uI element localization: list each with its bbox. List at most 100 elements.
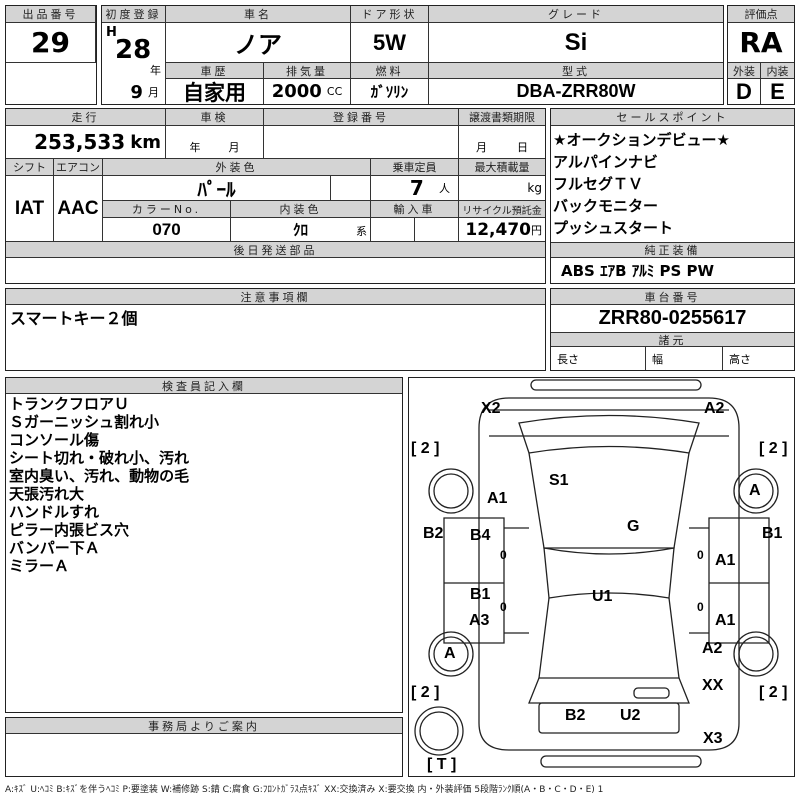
- chassis-number: ZRR80-0255617: [551, 305, 794, 333]
- plate-label: 登録番号: [264, 109, 459, 126]
- import-label: 輸入車: [371, 201, 459, 218]
- inspector-line: バンパー下Ａ: [9, 539, 100, 557]
- capacity-label: 乗車定員: [371, 159, 459, 176]
- damage-mark: B2: [423, 525, 444, 542]
- damage-mark: B4: [470, 527, 491, 544]
- lot-label: 出品番号: [6, 6, 96, 23]
- grade-label: グレード: [429, 6, 723, 23]
- registration-year-cell: H 28 年: [102, 23, 166, 80]
- max-load-label: 最大積載量: [459, 159, 545, 176]
- mileage: 253,533: [34, 130, 126, 154]
- registration-label: 初度登録: [102, 6, 166, 23]
- sales-points-label: セールスポイント: [551, 109, 794, 126]
- capacity-cell: 7 人: [371, 176, 459, 201]
- width-label: 幅: [646, 347, 723, 370]
- equipment: ABS ｴｱB ｱﾙﾐ PS PW: [561, 262, 715, 280]
- import-cell-1: [371, 218, 415, 242]
- position-mark: [ 2 ]: [411, 684, 440, 701]
- damage-mark: A1: [487, 490, 508, 507]
- notes-label: 注意事項欄: [6, 289, 545, 305]
- position-mark: [ 2 ]: [411, 440, 440, 457]
- model-label: 型式: [429, 63, 723, 79]
- damage-mark: X2: [481, 400, 501, 417]
- score-box: 評価点 RA 外装 内装 D E: [727, 5, 795, 105]
- fuel: ｶﾞｿﾘﾝ: [351, 79, 429, 104]
- position-mark: [ 2 ]: [759, 440, 788, 457]
- inspector-line: 天張汚れ大: [9, 485, 85, 503]
- seat-mark: 0: [500, 548, 507, 562]
- ext-color-label: 外装色: [103, 159, 371, 176]
- damage-mark: S1: [549, 472, 569, 489]
- inspector-box: 検査員記入欄 トランクフロアＵ Ｓガーニッシュ割れ小 コンソール傷 シート切れ・…: [5, 377, 403, 713]
- door-type: 5W: [351, 23, 429, 63]
- month-unit: 月: [148, 86, 159, 99]
- fuel-label: 燃料: [351, 63, 429, 79]
- transfer-cell: 月日: [459, 126, 545, 159]
- damage-mark: A2: [702, 640, 723, 657]
- sales-point-item: バックモニター: [553, 197, 659, 215]
- position-mark: [ T ]: [427, 756, 457, 773]
- color-no: 070: [103, 218, 231, 242]
- transfer-month-unit: 月: [476, 141, 487, 154]
- damage-mark: A1: [715, 612, 736, 629]
- sales-point-item: ★オークションデビュー★: [553, 131, 730, 149]
- score-label: 評価点: [728, 6, 794, 23]
- inspector-line: Ｓガーニッシュ割れ小: [9, 413, 160, 431]
- mileage-label: 走行: [6, 109, 166, 126]
- inspection-label: 車検: [166, 109, 264, 126]
- history-label: 車歴: [166, 63, 264, 79]
- damage-mark: U1: [592, 588, 613, 605]
- sales-points-box: セールスポイント ★オークションデビュー★ アルパインナビ フルセグＴＶ バック…: [550, 108, 795, 284]
- displacement: 2000: [271, 81, 322, 102]
- exterior-score: D: [728, 79, 761, 104]
- damage-mark: B1: [762, 525, 783, 542]
- shift-label: シフト: [6, 159, 54, 176]
- damage-mark: A3: [469, 612, 490, 629]
- seat-mark: 0: [697, 548, 704, 562]
- legend: A:ｷｽﾞ U:ﾍｺﾐ B:ｷｽﾞを伴うﾍｺﾐ P:要塗装 W:補修跡 S:錆 …: [5, 785, 604, 795]
- damage-mark: A: [749, 482, 761, 499]
- mileage-unit: km: [130, 131, 161, 153]
- equipment-label: 純正装備: [551, 242, 794, 258]
- capacity-unit: 人: [439, 182, 450, 195]
- sales-point-item: フルセグＴＶ: [553, 175, 644, 193]
- lot-box: 出品番号 29: [5, 5, 97, 105]
- length-label: 長さ: [551, 347, 646, 370]
- inspector-line: コンソール傷: [9, 431, 100, 449]
- details-box: 走行 253,533 km 車検 年月 登録番号 譲渡書類期限 月日 シフト I…: [5, 108, 546, 284]
- displacement-unit: CC: [326, 85, 343, 98]
- car-outline-icon: [414, 379, 779, 768]
- sales-point-item: アルパインナビ: [553, 153, 658, 171]
- notes-text: スマートキー２個: [10, 309, 138, 328]
- inspector-line: ミラーＡ: [9, 557, 70, 575]
- exterior-label: 外装: [728, 63, 761, 79]
- transfer-day-unit: 日: [517, 141, 528, 154]
- displacement-label: 排気量: [264, 63, 351, 79]
- year-unit: 年: [150, 64, 161, 77]
- aircon: AAC: [54, 176, 103, 242]
- seat-mark: 0: [500, 600, 507, 614]
- seat-mark: 0: [697, 600, 704, 614]
- height-label: 高さ: [729, 352, 751, 366]
- mileage-cell: 253,533 km: [6, 126, 166, 159]
- registration-year: 28: [115, 35, 152, 65]
- chassis-label: 車台番号: [551, 289, 794, 305]
- recycle-fee: 12,470: [465, 219, 531, 240]
- color-no-label: カラーNo.: [103, 201, 231, 218]
- car-name-label: 車名: [166, 6, 351, 23]
- damage-mark: A2: [704, 400, 725, 417]
- damage-mark: A: [444, 645, 456, 662]
- era: H: [106, 25, 117, 40]
- transfer-label: 譲渡書類期限: [459, 109, 545, 126]
- history: 自家用: [166, 79, 264, 105]
- recycle-label: リサイクル預託金: [459, 201, 545, 218]
- capacity: 7: [409, 176, 424, 200]
- inspector-line: 室内臭い、汚れ、動物の毛: [9, 467, 190, 485]
- damage-diagram: X2 A2 [ 2 ] [ 2 ] S1 A1 A G B2 B4 B1 A1 …: [408, 377, 795, 777]
- damage-mark: B2: [565, 707, 586, 724]
- ext-color: ﾊﾟｰﾙ: [103, 176, 331, 201]
- inspector-notes: トランクフロアＵ Ｓガーニッシュ割れ小 コンソール傷 シート切れ・破れ小、汚れ …: [9, 395, 189, 575]
- damage-mark: X3: [703, 730, 723, 747]
- displacement-cell: 2000 CC: [264, 79, 351, 104]
